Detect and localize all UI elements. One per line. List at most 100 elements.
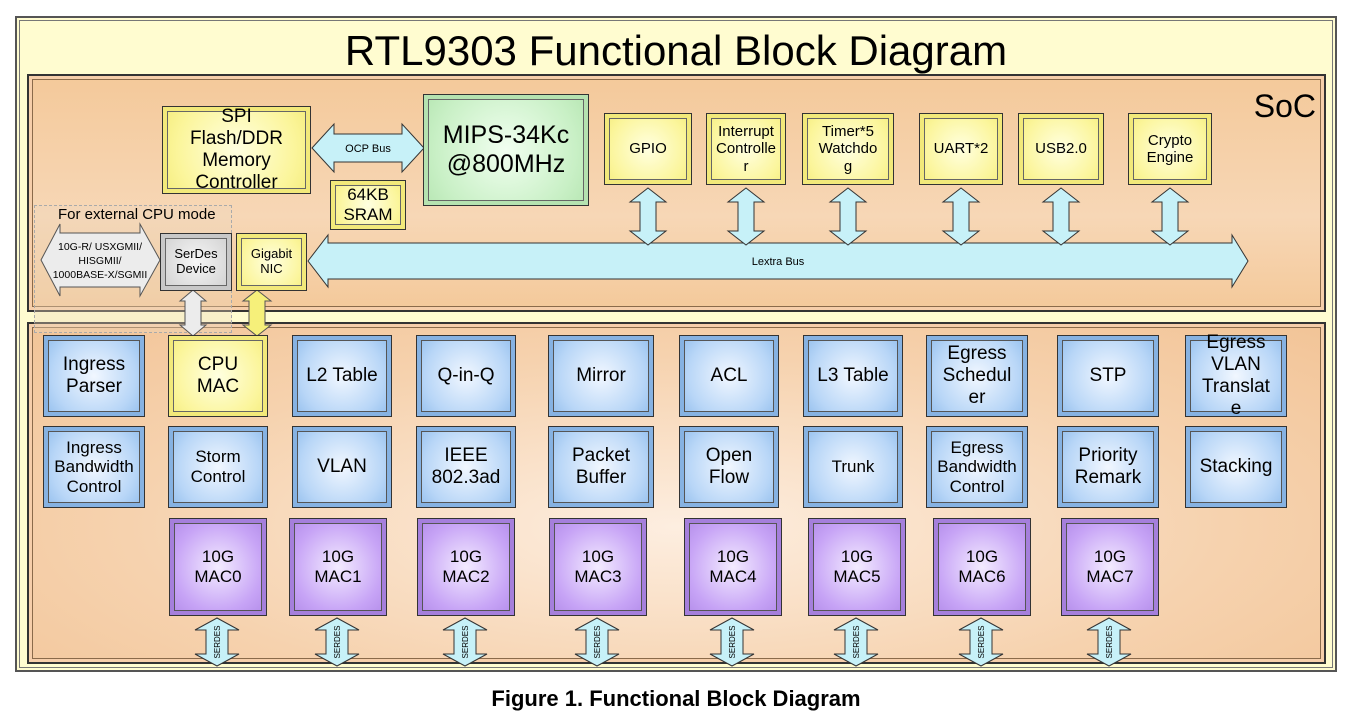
peripheral-label: Crypto Engine — [1146, 131, 1194, 166]
switch-block: Q-in-Q — [416, 335, 516, 417]
serdes-to-cpu-mac-arrow — [178, 289, 208, 337]
switch-block-label: Ingress Bandwidth Control — [54, 437, 134, 496]
peripheral-block: Crypto Engine — [1128, 113, 1212, 185]
lextra-bus-label: Lextra Bus — [752, 256, 805, 268]
mac-block: 10G MAC0 — [169, 518, 267, 616]
switch-block: L3 Table — [803, 335, 903, 417]
switch-block: IEEE 802.3ad — [416, 426, 516, 508]
switch-block-label: Mirror — [576, 365, 626, 387]
external-interfaces-line1: 10G-R/ USXGMII/ — [58, 241, 142, 253]
switch-block: Packet Buffer — [548, 426, 654, 508]
switch-block: Egress Bandwidth Control — [926, 426, 1028, 508]
switch-block-label: L2 Table — [306, 365, 378, 387]
external-interfaces-line3: 1000BASE-X/SGMII — [53, 269, 148, 281]
switch-block-label: Q-in-Q — [437, 365, 495, 387]
serdes-label: SERDES — [852, 626, 861, 659]
mac-block: 10G MAC7 — [1061, 518, 1159, 616]
switch-block: Ingress Bandwidth Control — [43, 426, 145, 508]
mac-block: 10G MAC5 — [808, 518, 906, 616]
lextra-bus-arrow: Lextra Bus — [307, 233, 1249, 289]
switch-block-label: Egress VLAN Translat e — [1202, 332, 1270, 419]
gigabit-nic-block: Gigabit NIC — [236, 233, 307, 291]
peripheral-block: UART*2 — [919, 113, 1003, 185]
peripheral-label: GPIO — [629, 140, 667, 158]
serdes-label: SERDES — [333, 626, 342, 659]
switch-block: VLAN — [292, 426, 392, 508]
switch-block-label: L3 Table — [817, 365, 889, 387]
peripheral-bus-arrow — [1041, 187, 1081, 246]
switch-block: CPU MAC — [168, 335, 268, 417]
serdes-device-block: SerDes Device — [160, 233, 232, 291]
soc-label: SoC — [1253, 88, 1316, 124]
ocp-bus-label: OCP Bus — [345, 143, 391, 155]
serdes-arrow: SERDES — [574, 617, 620, 667]
external-interface-arrow: 10G-R/ USXGMII/ HISGMII/ 1000BASE-X/SGMI… — [40, 222, 161, 298]
serdes-label: SERDES — [461, 626, 470, 659]
ocp-bus-arrow: OCP Bus — [311, 122, 425, 174]
mac-block-label: 10G MAC3 — [574, 547, 622, 586]
external-interfaces-line2: HISGMII/ — [78, 255, 121, 267]
mac-block-label: 10G MAC6 — [958, 547, 1006, 586]
peripheral-bus-arrow — [726, 187, 766, 246]
peripheral-block: USB2.0 — [1018, 113, 1104, 185]
external-cpu-mode-label: For external CPU mode — [58, 206, 216, 223]
switch-block: Trunk — [803, 426, 903, 508]
switch-block: Storm Control — [168, 426, 268, 508]
peripheral-bus-arrow — [628, 187, 668, 246]
switch-block: Stacking — [1185, 426, 1287, 508]
peripheral-bus-arrow — [828, 187, 868, 246]
memory-controller-label: SPI Flash/DDR Memory Controller — [190, 106, 283, 193]
switch-block: Egress Schedul er — [926, 335, 1028, 417]
switch-block-label: Storm Control — [190, 447, 246, 486]
switch-block-label: Trunk — [831, 457, 875, 477]
serdes-label: SERDES — [728, 626, 737, 659]
mac-block-label: 10G MAC5 — [833, 547, 881, 586]
mac-block-label: 10G MAC0 — [194, 547, 242, 586]
mips-cpu-block: MIPS-34Kc @800MHz — [423, 94, 589, 206]
switch-block: ACL — [679, 335, 779, 417]
switch-block-label: Ingress Parser — [62, 354, 126, 397]
sram-label: 64KB SRAM — [343, 185, 393, 224]
switch-block-label: Packet Buffer — [571, 445, 631, 488]
mac-block: 10G MAC4 — [684, 518, 782, 616]
switch-block-label: Egress Bandwidth Control — [937, 437, 1017, 496]
mac-block-label: 10G MAC1 — [314, 547, 362, 586]
mips-cpu-label: MIPS-34Kc @800MHz — [442, 121, 570, 178]
peripheral-bus-arrow — [1150, 187, 1190, 246]
switch-block: L2 Table — [292, 335, 392, 417]
switch-block: Egress VLAN Translat e — [1185, 332, 1287, 419]
switch-block-label: STP — [1089, 365, 1127, 387]
gigabit-nic-label: Gigabit NIC — [250, 246, 293, 276]
serdes-arrow: SERDES — [442, 617, 488, 667]
switch-block-label: Egress Schedul er — [942, 343, 1012, 408]
peripheral-label: USB2.0 — [1035, 140, 1087, 158]
switch-block: STP — [1057, 335, 1159, 417]
switch-block: Priority Remark — [1057, 426, 1159, 508]
serdes-arrow: SERDES — [709, 617, 755, 667]
switch-block-label: Open Flow — [705, 445, 753, 488]
peripheral-bus-arrow — [941, 187, 981, 246]
switch-block-label: CPU MAC — [196, 354, 240, 397]
switch-block-label: ACL — [710, 365, 748, 387]
mac-block-label: 10G MAC7 — [1086, 547, 1134, 586]
mac-block-label: 10G MAC2 — [442, 547, 490, 586]
peripheral-block: GPIO — [604, 113, 692, 185]
mac-block: 10G MAC2 — [417, 518, 515, 616]
switch-block-label: Stacking — [1199, 456, 1273, 478]
serdes-arrow: SERDES — [194, 617, 240, 667]
mac-block-label: 10G MAC4 — [709, 547, 757, 586]
mac-block: 10G MAC3 — [549, 518, 647, 616]
peripheral-label: Interrupt Controlle r — [715, 123, 777, 175]
peripheral-label: Timer*5 Watchdo g — [818, 123, 878, 175]
memory-controller-block: SPI Flash/DDR Memory Controller — [162, 106, 311, 194]
switch-block: Ingress Parser — [43, 335, 145, 417]
peripheral-block: Timer*5 Watchdo g — [802, 113, 894, 185]
serdes-label: SERDES — [977, 626, 986, 659]
switch-block: Open Flow — [679, 426, 779, 508]
serdes-label: SERDES — [593, 626, 602, 659]
switch-block-label: VLAN — [317, 456, 367, 478]
serdes-arrow: SERDES — [958, 617, 1004, 667]
sram-block: 64KB SRAM — [330, 180, 406, 230]
mac-block: 10G MAC6 — [933, 518, 1031, 616]
